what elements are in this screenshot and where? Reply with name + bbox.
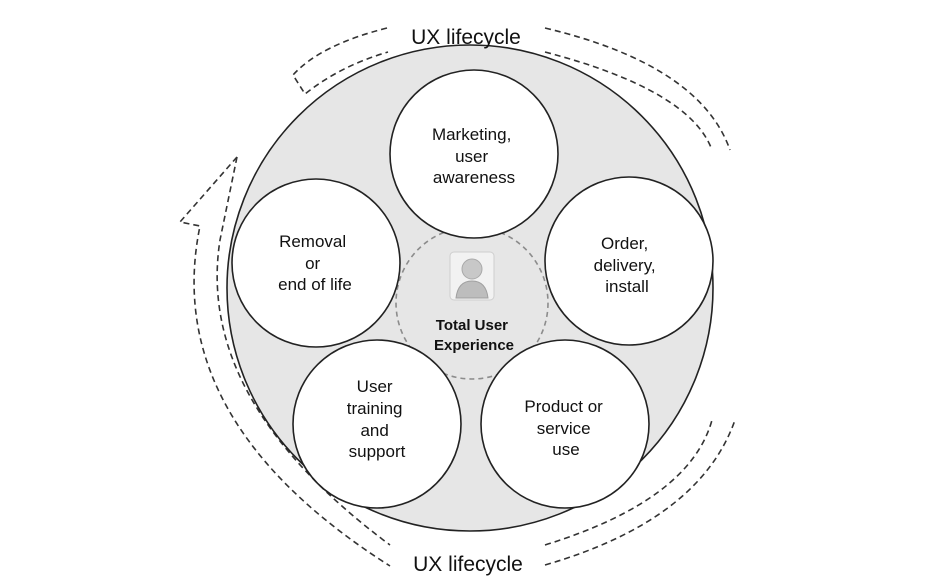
- center-label-line: Total User: [436, 317, 508, 334]
- phase-label-line: Order,: [601, 234, 648, 253]
- phase-label-training: User training and support: [347, 377, 408, 461]
- total-user-experience-circle: [395, 226, 549, 380]
- user-icon: [449, 251, 495, 301]
- lifecycle-arrow-left: [178, 156, 391, 567]
- phase-circle-order: [544, 176, 714, 346]
- lifecycle-arrow-bottom: [544, 419, 736, 566]
- phase-label-line: and: [360, 421, 388, 440]
- phase-label-line: training: [347, 399, 403, 418]
- phase-label-line: Product or: [524, 397, 603, 416]
- phase-label-line: support: [349, 442, 406, 461]
- phase-label-marketing: Marketing, user awareness: [432, 125, 516, 187]
- phase-label-line: or: [305, 254, 320, 273]
- center-label: Total User Experience: [434, 317, 514, 354]
- phase-circle-marketing: [389, 69, 559, 239]
- phase-circle-product-use: [480, 339, 650, 509]
- lifecycle-label-top: UX lifecycle: [411, 26, 521, 49]
- phase-label-line: Removal: [279, 232, 346, 251]
- phase-label-line: awareness: [433, 168, 515, 187]
- phase-label-line: service: [537, 419, 591, 438]
- center-label-line: Experience: [434, 337, 514, 354]
- phase-circle-removal: [231, 178, 401, 348]
- phase-label-order: Order, delivery, install: [594, 234, 661, 296]
- phase-label-line: User: [357, 377, 393, 396]
- phase-circle-training: [292, 339, 462, 509]
- phase-label-removal: Removal or end of life: [278, 232, 352, 294]
- phase-label-line: delivery,: [594, 256, 656, 275]
- phase-label-line: use: [552, 440, 579, 459]
- phase-label-line: user: [455, 147, 488, 166]
- phase-label-line: end of life: [278, 275, 352, 294]
- phase-label-line: Marketing,: [432, 125, 511, 144]
- phase-label-product-use: Product or service use: [524, 397, 607, 459]
- lifecycle-arrow-top: [291, 27, 731, 151]
- phase-label-line: install: [605, 277, 648, 296]
- lifecycle-label-bottom: UX lifecycle: [413, 553, 523, 576]
